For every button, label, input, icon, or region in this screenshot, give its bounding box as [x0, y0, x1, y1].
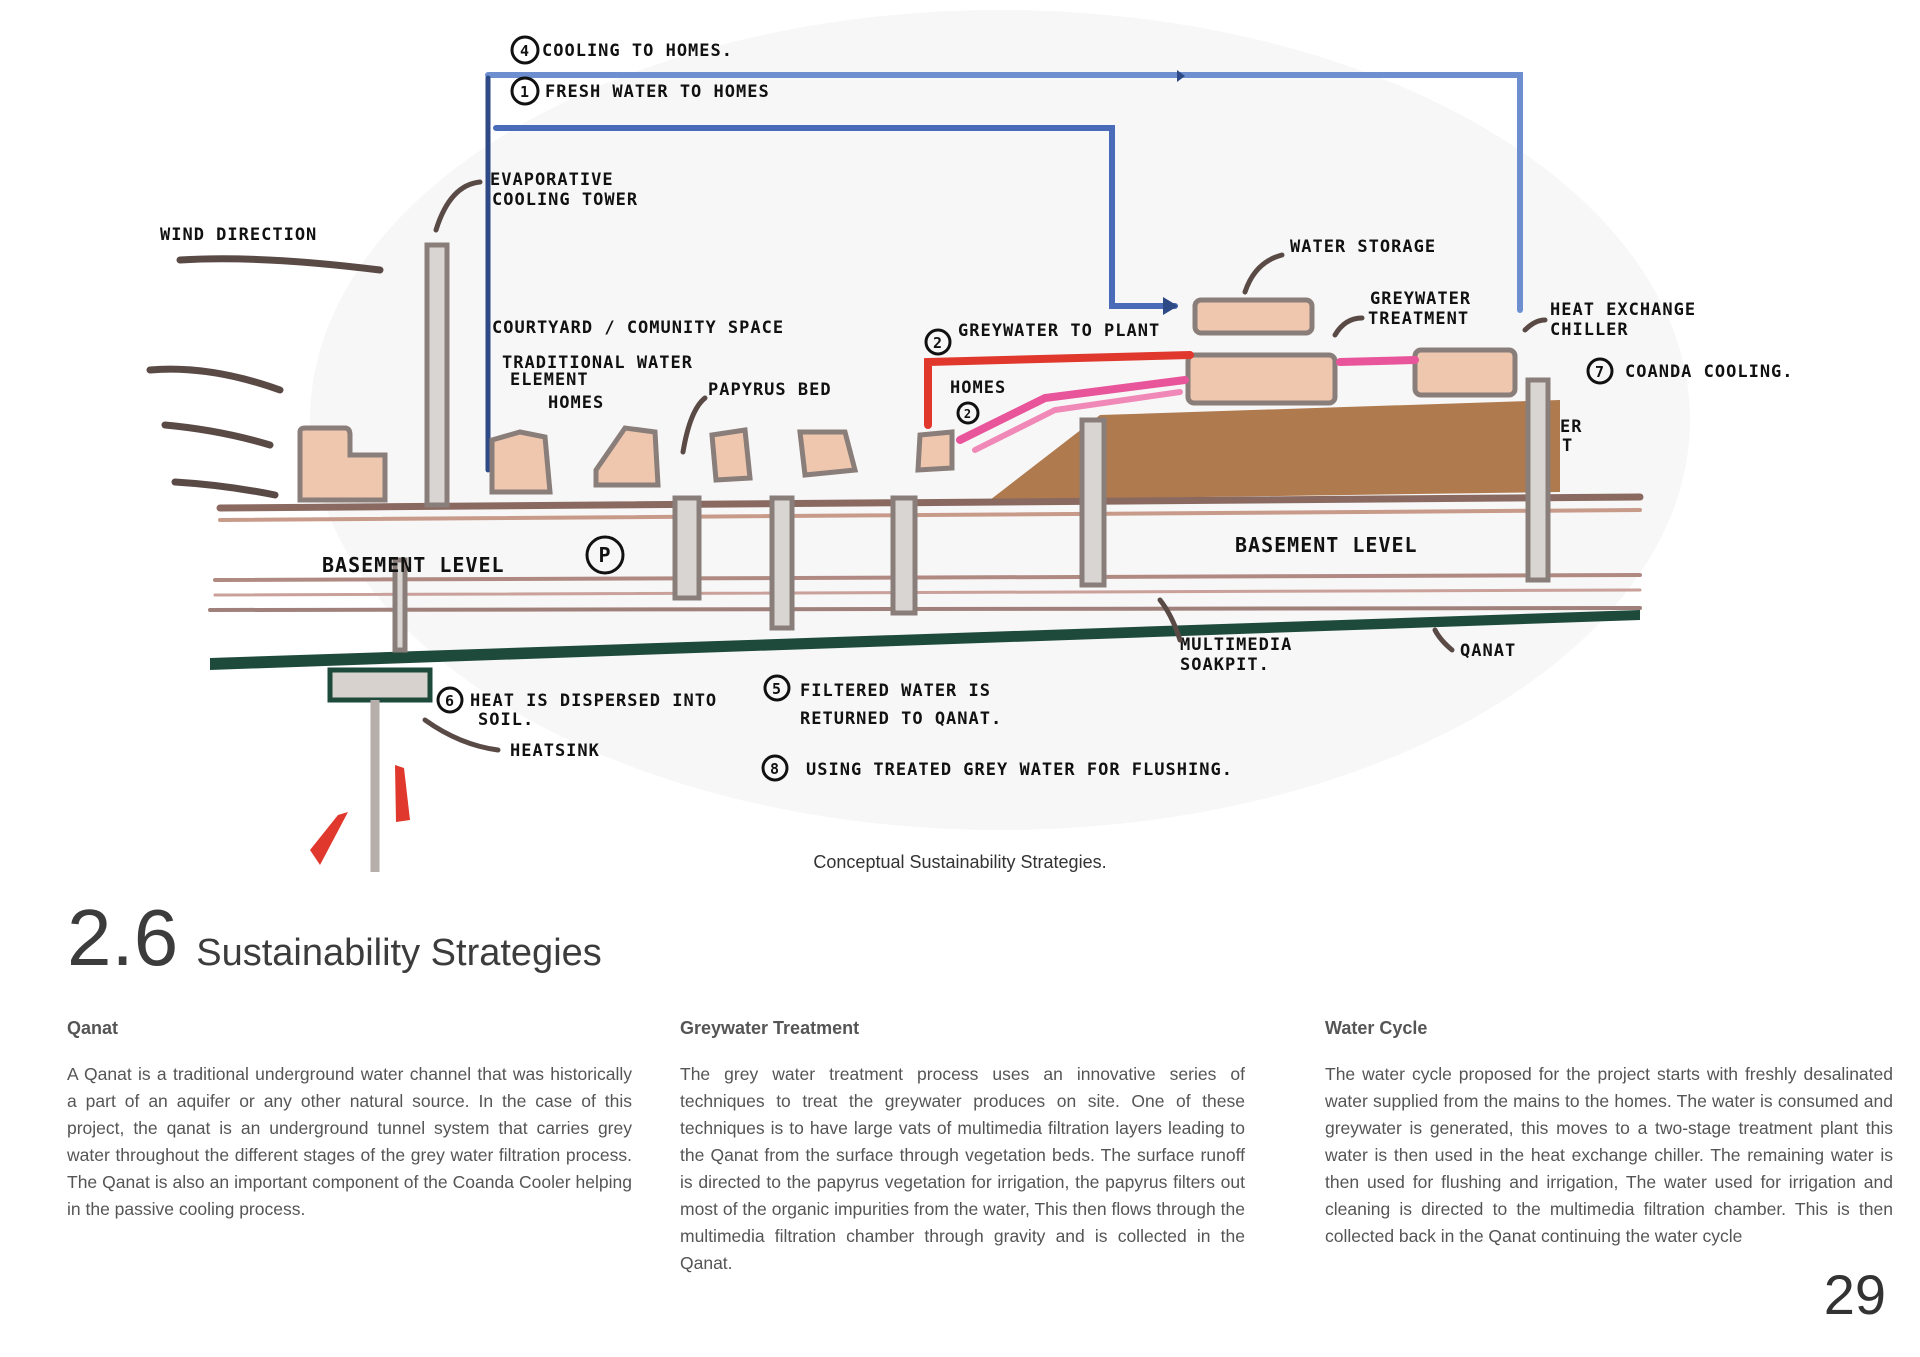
step-3-number: 2 [964, 407, 972, 421]
label-cooling-tower: COOLING TOWER [492, 190, 638, 210]
heatsink-chamber [327, 667, 433, 703]
label-papyrus-bed: PAPYRUS BED [708, 380, 832, 400]
greywater-pipes [924, 351, 1419, 453]
label-using-treated: USING TREATED GREY WATER FOR FLUSHING. [806, 760, 1233, 780]
raised-ground [990, 400, 1560, 500]
label-heat-exchange: HEAT EXCHANGE [1550, 300, 1696, 320]
label-soakpit: SOAKPIT. [1180, 655, 1270, 675]
label-courtyard: COURTYARD / COMUNITY SPACE [492, 318, 784, 338]
qanat-body: A Qanat is a traditional underground wat… [67, 1064, 632, 1219]
label-greywater-treatment-1: GREYWATER [1370, 289, 1471, 309]
water-cycle-heading: Water Cycle [1325, 1018, 1428, 1038]
figure-caption: Conceptual Sustainability Strategies. [813, 852, 1107, 872]
label-evaporative: EVAPORATIVE [490, 170, 614, 190]
water-cycle-body: The water cycle proposed for the project… [1325, 1064, 1893, 1246]
label-basement-left: BASEMENT LEVEL [322, 553, 505, 577]
step-markers [436, 35, 1614, 782]
greywater-body: The grey water treatment process uses an… [680, 1064, 1245, 1273]
label-traditional-water: TRADITIONAL WATER [502, 353, 693, 373]
label-wind-direction: WIND DIRECTION [160, 225, 317, 245]
parking-symbol: P [598, 543, 611, 567]
label-water-storage: WATER STORAGE [1290, 237, 1436, 257]
step-4-number: 4 [520, 42, 530, 60]
step-6-number: 6 [445, 692, 455, 710]
step-2-number: 2 [933, 334, 943, 352]
label-heat-dispersed: HEAT IS DISPERSED INTO [470, 691, 717, 711]
label-er: ER [1560, 417, 1582, 437]
label-soil: SOIL. [478, 710, 534, 730]
label-basement-right: BASEMENT LEVEL [1235, 533, 1418, 557]
step-5-number: 5 [772, 680, 782, 698]
qanat-column: Qanat A Qanat is a traditional undergrou… [67, 1018, 632, 1223]
label-returned-to-qanat: RETURNED TO QANAT. [800, 709, 1002, 729]
label-homes-left: HOMES [548, 393, 604, 413]
structure-columns [392, 242, 1551, 653]
heat-arrows [310, 765, 410, 865]
greywater-heading: Greywater Treatment [680, 1018, 860, 1038]
leader-lines [422, 179, 1548, 753]
label-greywater-to-plant: GREYWATER TO PLANT [958, 321, 1160, 341]
label-qanat: QANAT [1460, 641, 1516, 661]
label-element: ELEMENT [510, 370, 589, 390]
label-t: T [1562, 436, 1573, 456]
label-coanda-cooling: COANDA COOLING. [1625, 362, 1794, 382]
water-cycle-column: Water Cycle The water cycle proposed for… [1325, 1018, 1893, 1250]
label-cooling-to-homes: COOLING TO HOMES. [542, 41, 733, 61]
page-number: 29 [1823, 1263, 1886, 1326]
ground-lines [208, 493, 1644, 612]
greywater-column: Greywater Treatment The grey water treat… [680, 1018, 1245, 1277]
wind-arrows [146, 255, 384, 499]
diagram-canvas: 4 1 2 2 7 6 5 8 P COOLING TO HOMES. FRES… [146, 35, 1794, 872]
sustainability-diagram: 4 1 2 2 7 6 5 8 P COOLING TO HOMES. FRES… [146, 35, 1794, 872]
section-number: 2.6 [67, 893, 179, 982]
label-heatsink: HEATSINK [510, 741, 600, 761]
label-chiller: CHILLER [1550, 320, 1629, 340]
fresh-water-pipes [485, 70, 1523, 473]
step-1-number: 1 [520, 83, 530, 101]
qanat-channel [210, 610, 1640, 670]
qanat-heading: Qanat [67, 1018, 119, 1038]
buildings [297, 297, 1518, 503]
label-homes-mid: HOMES [950, 378, 1006, 398]
label-greywater-treatment-2: TREATMENT [1368, 309, 1469, 329]
step-7-number: 7 [1595, 363, 1605, 381]
section-title: Sustainability Strategies [196, 932, 602, 974]
step-8-number: 8 [770, 760, 780, 778]
label-fresh-water: FRESH WATER TO HOMES [545, 82, 770, 102]
label-filtered-water: FILTERED WATER IS [800, 681, 991, 701]
label-multimedia: MULTIMEDIA [1180, 635, 1292, 655]
